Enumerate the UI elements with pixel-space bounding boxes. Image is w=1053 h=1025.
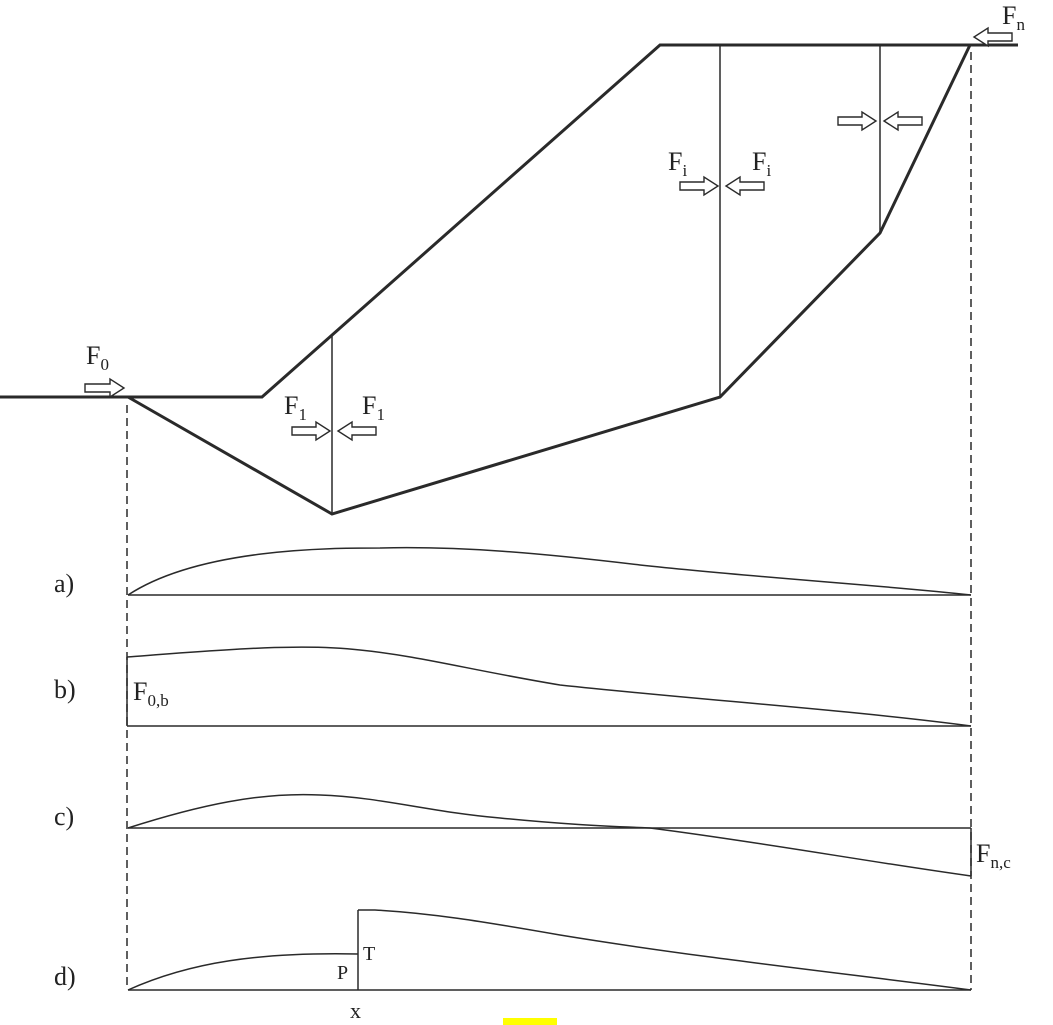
distribution-b-label: b) bbox=[54, 675, 76, 704]
force-f1-left-arrow bbox=[291, 420, 332, 442]
distribution-d-p-label: P bbox=[337, 962, 348, 984]
slope-cross-section bbox=[0, 43, 1018, 516]
distribution-c-label: c) bbox=[54, 802, 74, 831]
distribution-d: d) P T x bbox=[54, 909, 972, 1023]
force-slice-n-right-arrow bbox=[882, 110, 923, 132]
distribution-a-curve bbox=[127, 546, 972, 596]
distribution-b: b) F0,b bbox=[54, 646, 972, 727]
force-fi-left-arrow bbox=[679, 175, 720, 197]
distribution-d-x-label: x bbox=[350, 998, 361, 1023]
distribution-c-end-label: Fn,c bbox=[976, 839, 1011, 872]
force-arrows bbox=[84, 26, 1013, 442]
distribution-b-end-label: F0,b bbox=[133, 677, 169, 710]
slip-surface bbox=[127, 44, 972, 516]
force-fn-arrow bbox=[972, 26, 1013, 48]
distribution-b-curve bbox=[126, 646, 972, 727]
distribution-c: c) Fn,c bbox=[54, 793, 1011, 877]
force-f1-right-arrow bbox=[336, 420, 377, 442]
force-fi-right-arrow bbox=[724, 175, 765, 197]
force-slice-n-left-arrow bbox=[837, 110, 878, 132]
distribution-d-label: d) bbox=[54, 962, 76, 991]
distribution-d-t-label: T bbox=[363, 943, 375, 965]
force-fi-left-label: Fi bbox=[668, 147, 687, 180]
highlight-marker bbox=[503, 1018, 557, 1025]
distribution-a: a) bbox=[54, 546, 972, 598]
force-fi-right-label: Fi bbox=[752, 147, 771, 180]
force-f0-arrow bbox=[84, 377, 126, 399]
force-f1-left-label: F1 bbox=[284, 391, 307, 424]
force-f0-label: F0 bbox=[86, 341, 109, 374]
distribution-c-curve bbox=[127, 793, 972, 877]
distribution-d-curve-right bbox=[358, 909, 972, 991]
distribution-a-label: a) bbox=[54, 569, 74, 598]
ground-surface bbox=[0, 43, 1018, 399]
distribution-d-curve-left bbox=[127, 953, 359, 991]
force-f1-right-label: F1 bbox=[362, 391, 385, 424]
force-fn-label: Fn bbox=[1002, 1, 1025, 34]
